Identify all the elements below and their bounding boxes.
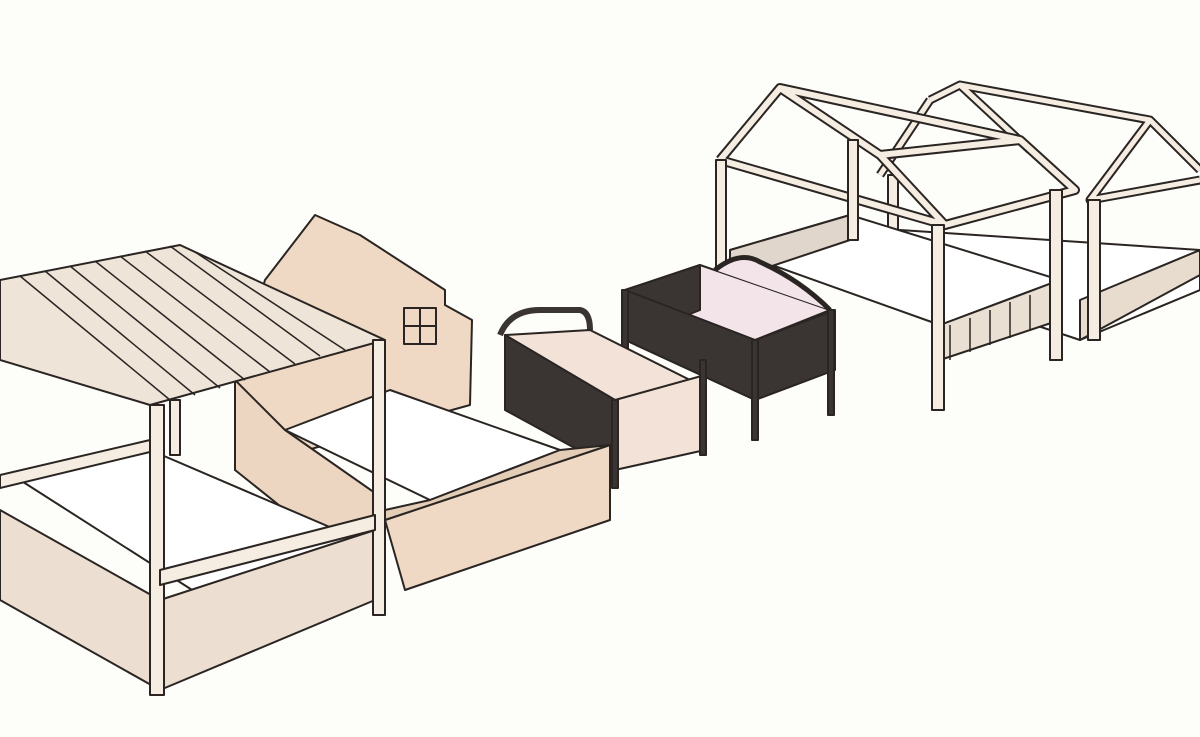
arched-crib <box>621 255 836 441</box>
house-panel-bed <box>234 214 611 591</box>
dark-crib <box>497 307 707 489</box>
house-frame-bed-front <box>715 83 1080 411</box>
canopy-slats <box>19 245 346 401</box>
canopy-bed <box>0 244 386 696</box>
